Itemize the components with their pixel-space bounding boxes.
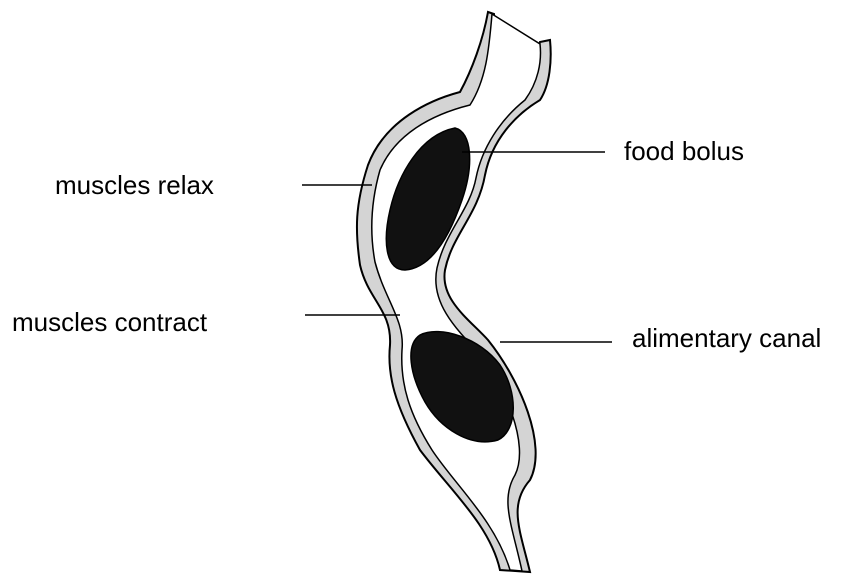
label-food-bolus: food bolus [624,138,744,164]
label-muscles-contract: muscles contract [12,309,207,335]
label-muscles-relax: muscles relax [55,172,214,198]
label-alimentary-canal: alimentary canal [632,325,821,351]
